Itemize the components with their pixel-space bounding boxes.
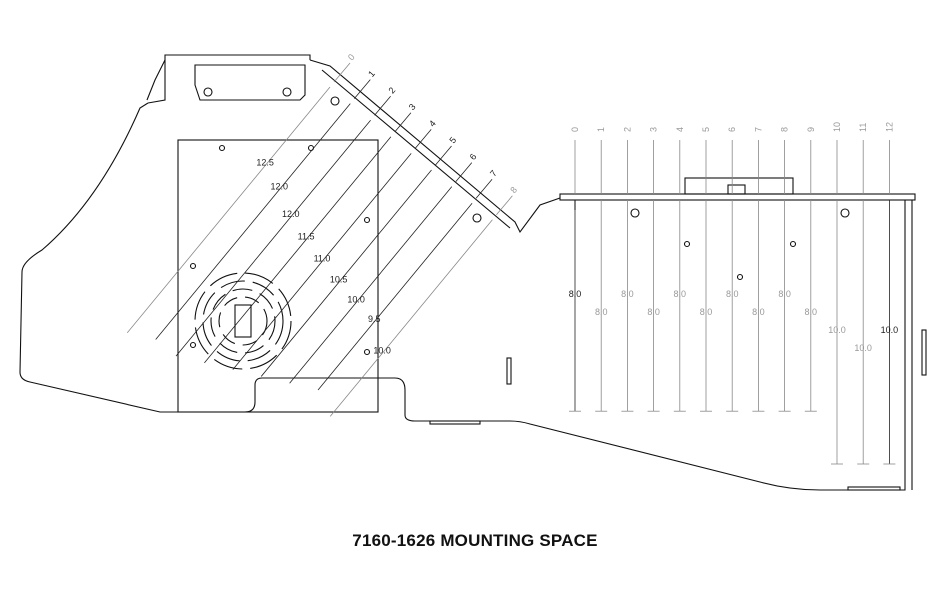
position-label: 3 bbox=[649, 127, 659, 132]
position-label: 3 bbox=[407, 102, 418, 112]
dimension-line bbox=[232, 153, 412, 370]
extension-line bbox=[435, 145, 452, 166]
fan-grille-icon bbox=[194, 272, 292, 370]
position-label: 7 bbox=[753, 127, 763, 132]
depth-label: 10.0 bbox=[347, 295, 365, 305]
dimension-line bbox=[260, 169, 432, 377]
depth-label: 10.5 bbox=[330, 275, 348, 285]
position-label: 0 bbox=[346, 52, 357, 62]
depth-label: 8.0 bbox=[621, 289, 634, 299]
position-label: 0 bbox=[570, 127, 580, 132]
position-label: 4 bbox=[427, 118, 438, 128]
position-label: 4 bbox=[675, 127, 685, 132]
extension-line bbox=[475, 178, 493, 199]
extension-line bbox=[374, 95, 391, 116]
depth-label: 8.0 bbox=[595, 307, 608, 317]
dimension-line bbox=[204, 136, 392, 364]
position-label: 9 bbox=[806, 127, 816, 132]
angled-dimensions: 0 12.5 1 12.0 2 12.0 3 11.5 4 11.0 5 10.5 6 10.0 7 9.5 8… bbox=[126, 52, 519, 417]
depth-label: 10.0 bbox=[373, 345, 391, 355]
console-outline bbox=[19, 54, 927, 491]
depth-label: 11.0 bbox=[314, 254, 331, 264]
position-label: 11 bbox=[858, 123, 868, 132]
dimension-line bbox=[175, 119, 371, 357]
depth-label: 8.0 bbox=[805, 307, 818, 317]
position-label: 2 bbox=[386, 85, 397, 95]
depth-label: 8.0 bbox=[647, 307, 660, 317]
depth-label: 8.0 bbox=[778, 289, 791, 299]
position-label: 1 bbox=[366, 69, 377, 79]
position-label: 7 bbox=[488, 168, 499, 178]
position-label: 5 bbox=[701, 127, 711, 132]
depth-label: 12.0 bbox=[270, 182, 288, 192]
depth-label: 8.0 bbox=[674, 289, 687, 299]
extension-line bbox=[496, 195, 513, 216]
position-label: 8 bbox=[508, 185, 519, 195]
depth-label: 9.5 bbox=[368, 314, 381, 324]
depth-label: 8.0 bbox=[569, 289, 582, 299]
extension-line bbox=[353, 79, 371, 99]
depth-label: 8.0 bbox=[726, 289, 739, 299]
depth-label: 11.5 bbox=[298, 232, 315, 242]
depth-label: 10.0 bbox=[828, 325, 846, 335]
position-label: 8 bbox=[780, 127, 790, 132]
dimension-line bbox=[289, 186, 453, 384]
position-label: 2 bbox=[622, 127, 632, 132]
depth-label: 10.0 bbox=[854, 343, 872, 353]
depth-label: 8.0 bbox=[752, 307, 765, 317]
depth-label: 10.0 bbox=[881, 325, 899, 335]
position-label: 6 bbox=[468, 152, 479, 162]
position-label: 6 bbox=[727, 127, 737, 132]
extension-line bbox=[333, 62, 351, 83]
extension-line bbox=[394, 112, 412, 133]
depth-label: 12.5 bbox=[256, 158, 274, 168]
drawing-caption: 7160-1626 MOUNTING SPACE bbox=[352, 531, 598, 550]
dimension-line bbox=[317, 202, 473, 391]
depth-label: 8.0 bbox=[700, 307, 713, 317]
depth-label: 12.0 bbox=[282, 209, 300, 219]
extension-line bbox=[455, 162, 473, 182]
dimension-line bbox=[126, 86, 331, 334]
position-label: 10 bbox=[832, 122, 842, 132]
position-label: 12 bbox=[884, 122, 894, 132]
flat-dimensions: 0 8.0 1 8.0 2 8.0 3 8.0 4 8.0 5 8.0 6 8.0 7 8.0 8 8.0 9 8.0… bbox=[569, 122, 899, 465]
position-label: 5 bbox=[447, 135, 458, 145]
extension-line bbox=[414, 129, 432, 149]
dimension-line bbox=[329, 219, 493, 417]
dimension-line bbox=[155, 103, 351, 340]
position-label: 1 bbox=[596, 127, 606, 132]
